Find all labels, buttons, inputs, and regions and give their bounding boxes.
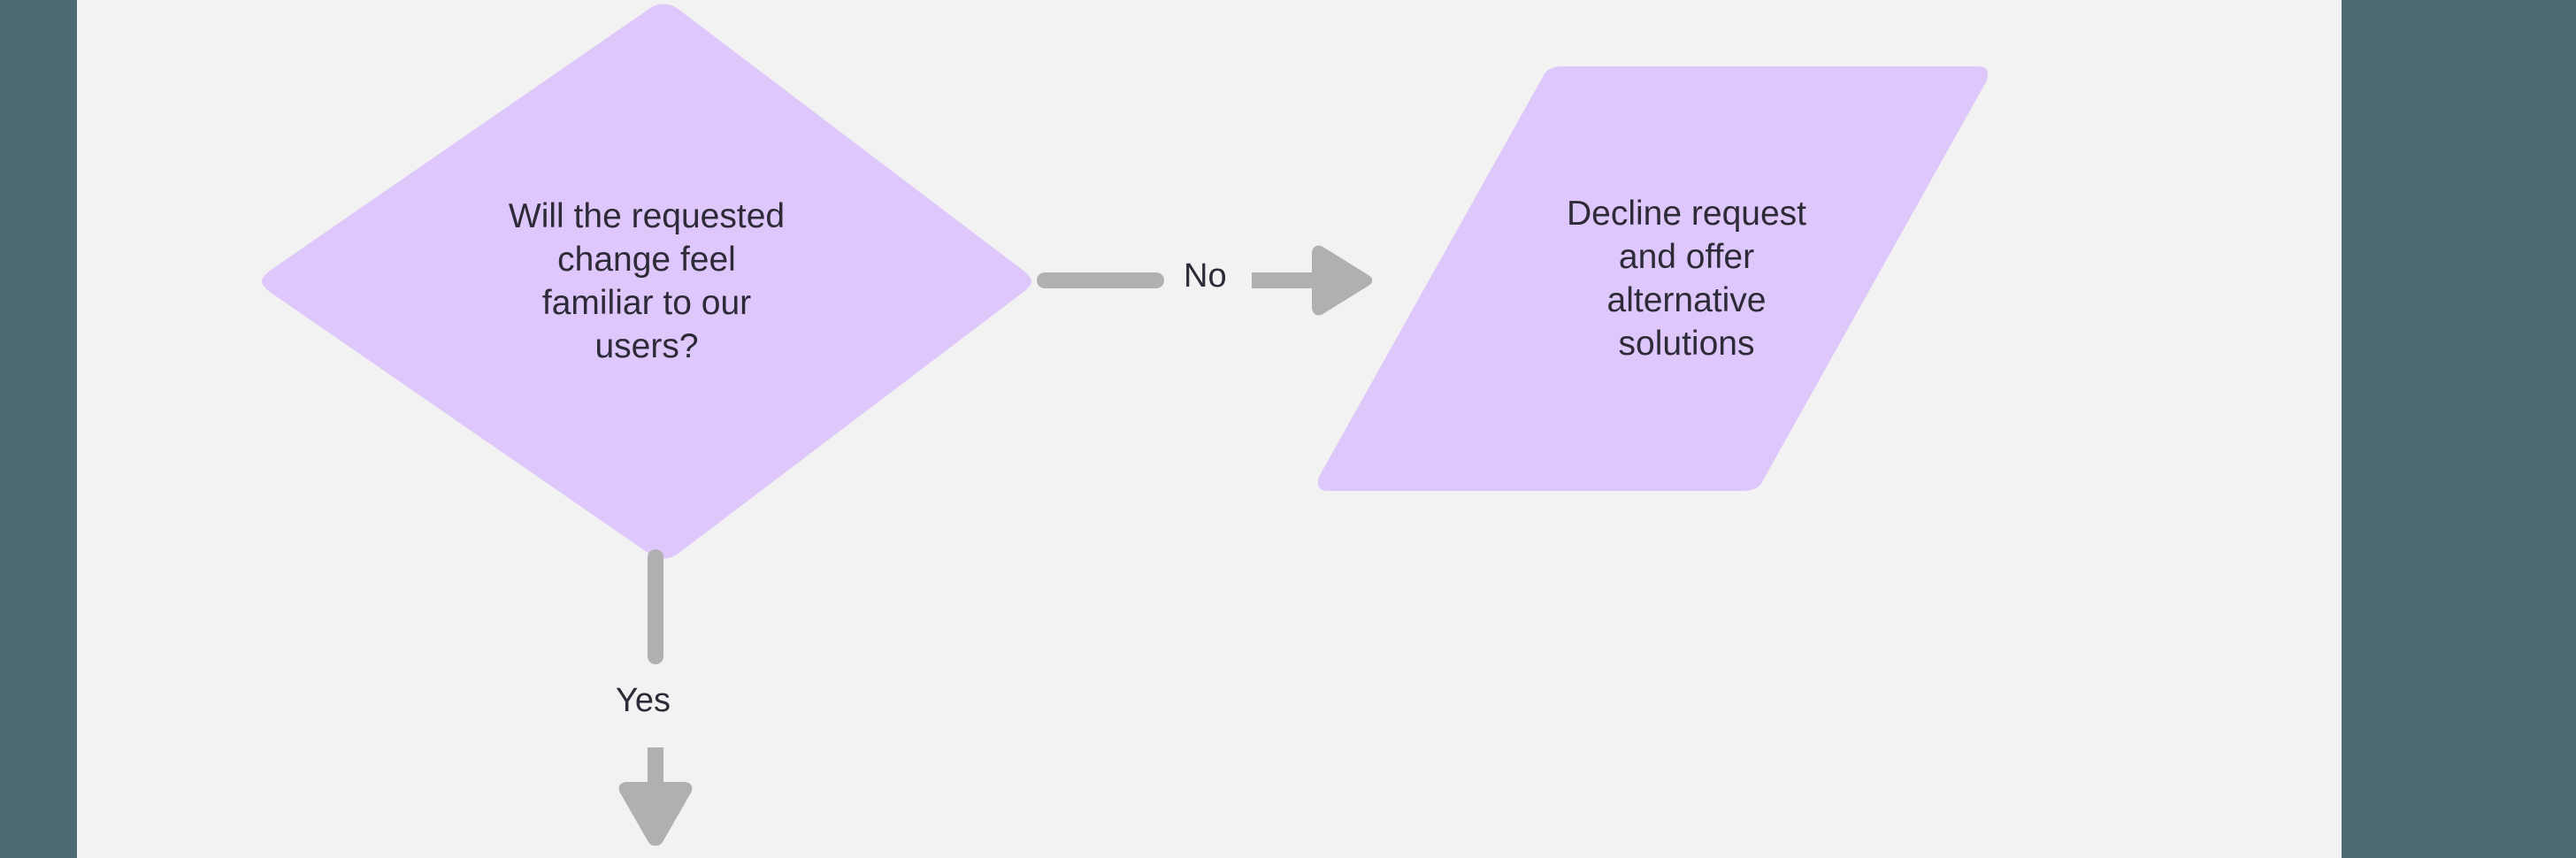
edge-no-segment-right	[1252, 272, 1330, 288]
edge-yes-label: Yes	[616, 682, 671, 719]
edge-yes-segment-top	[648, 549, 663, 664]
flowchart-canvas[interactable]: Will the requested change feel familiar …	[77, 0, 2342, 858]
left-frame-bar	[0, 0, 77, 858]
edge-no-label: No	[1184, 257, 1227, 295]
right-frame-bar	[2342, 0, 2576, 858]
diamond-shape-icon	[262, 4, 1031, 559]
arrow-right-icon	[1308, 245, 1373, 316]
flow-node-decline-request[interactable]: Decline request and offer alternative so…	[1318, 66, 1988, 491]
edge-yes-segment-bottom	[648, 747, 663, 790]
edge-no-segment-left	[1037, 272, 1164, 288]
flow-node-decision-familiar[interactable]: Will the requested change feel familiar …	[261, 4, 1032, 559]
arrow-down-icon	[618, 778, 693, 847]
parallelogram-shape-icon	[1318, 66, 1988, 491]
